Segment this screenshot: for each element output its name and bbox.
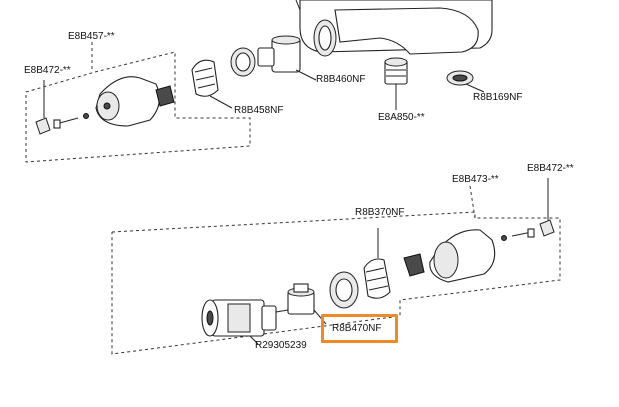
adapter-r8b370nf [363,228,391,299]
highlight-box [321,314,398,343]
handle-bottom [403,229,496,283]
faucet-body [295,0,493,57]
label-e8b472-right: E8B472-** [527,163,574,174]
label-e8b473: E8B473-** [452,174,499,185]
adapter-r8b470nf [287,283,327,325]
ring-top [230,47,256,77]
screw-cap-top [35,80,89,135]
label-r8b470nf: R8B470NF [332,323,382,334]
washer-r8b169nf [446,70,485,93]
cartridge-r8b460nf [257,35,317,81]
screw-cap-bottom [501,178,555,241]
label-e8a850: E8A850-** [378,112,425,123]
label-r8b370nf: R8B370NF [355,207,405,218]
ring-bottom [329,271,359,309]
cartridge-r29305239 [201,299,289,345]
label-e8b457: E8B457-** [68,31,115,42]
label-r8b460nf: R8B460NF [316,74,366,85]
label-e8b472-left: E8B472-** [24,65,71,76]
label-r8b458nf: R8B458NF [234,105,284,116]
label-r8b169nf: R8B169NF [473,92,523,103]
adapter-r8b458nf [191,59,233,109]
aerator-e8a850 [384,57,408,110]
label-r29305239: R29305239 [255,340,307,351]
handle-top [95,76,175,127]
